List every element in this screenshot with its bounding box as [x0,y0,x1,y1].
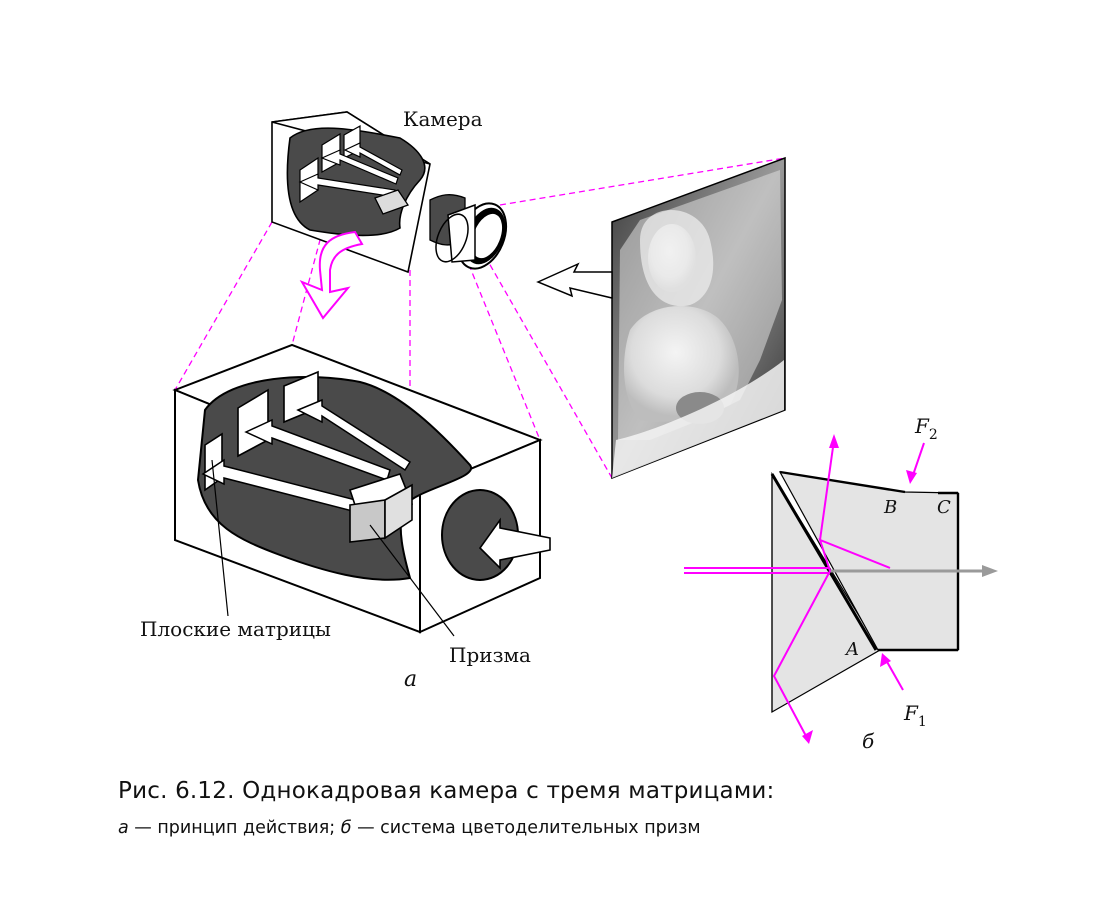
photo-portrait [611,156,786,480]
point-a-label: A [844,639,859,660]
small-camera: Камера [271,107,508,274]
figure-caption-title: Рис. 6.12. Однокадровая камера с тремя м… [118,778,775,804]
big-arrows [201,398,412,517]
point-c-label: C [937,497,951,518]
light-arrow [536,262,613,299]
prism-label: Призма [449,643,531,667]
caption-b-marker: б [340,818,352,838]
caption-b-text: — система цветоделительных призм [351,818,701,838]
f2-label: F2 [914,414,938,443]
input-arrow [478,517,551,570]
point-b-label: B [883,497,897,518]
matrices-pointer [211,459,229,617]
small-arrows [298,142,403,198]
big-camera [172,343,551,634]
zoom-arrow [299,230,364,320]
figure-caption-subtitle: а — принцип действия; б — система цветод… [118,818,701,838]
color-separation-prism: B C A F2 F1 б [684,414,998,753]
part-b-label: б [862,729,875,753]
caption-a-marker: а [118,818,129,838]
caption-a-text: — принцип действия; [128,818,341,838]
prism-pointer [369,524,455,637]
flat-matrices-label: Плоские матрицы [140,617,331,641]
camera-label: Камера [403,107,483,131]
f1-label: F1 [903,701,927,730]
lens [435,202,508,270]
part-a-label: а [404,667,417,692]
